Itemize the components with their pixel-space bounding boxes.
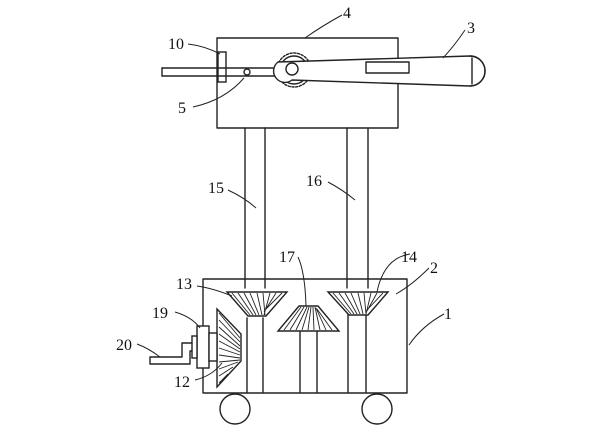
label-4: 4 [343, 5, 351, 22]
bevel-gear-center [276, 305, 341, 332]
label-10: 10 [168, 36, 184, 53]
crank-handle [149, 342, 193, 365]
label-16: 16 [306, 173, 322, 190]
column-right [346, 127, 369, 289]
label-1: 1 [444, 306, 452, 323]
shaft-right [347, 313, 367, 393]
shaft-left [246, 317, 264, 393]
label-20: 20 [116, 337, 132, 354]
label-19: 19 [152, 305, 168, 322]
bevel-gear-right [326, 291, 390, 316]
wheel-left [219, 393, 251, 425]
label-17: 17 [279, 249, 295, 266]
pivot-hole [243, 68, 251, 76]
bevel-gear-side [216, 307, 242, 389]
label-3: 3 [467, 20, 475, 37]
handle-lever [272, 55, 486, 87]
leader-lines [136, 14, 466, 381]
column-left [244, 127, 266, 289]
shaft-center [299, 331, 318, 393]
label-13: 13 [176, 276, 192, 293]
clamp-plate [217, 51, 227, 83]
left-rod [161, 67, 289, 77]
label-12: 12 [174, 374, 190, 391]
bevel-gear-left [225, 291, 289, 317]
label-5: 5 [178, 100, 186, 117]
label-2: 2 [430, 260, 438, 277]
label-15: 15 [208, 180, 224, 197]
coupling-block [191, 325, 218, 369]
label-14: 14 [401, 249, 417, 266]
wheel-right [361, 393, 393, 425]
